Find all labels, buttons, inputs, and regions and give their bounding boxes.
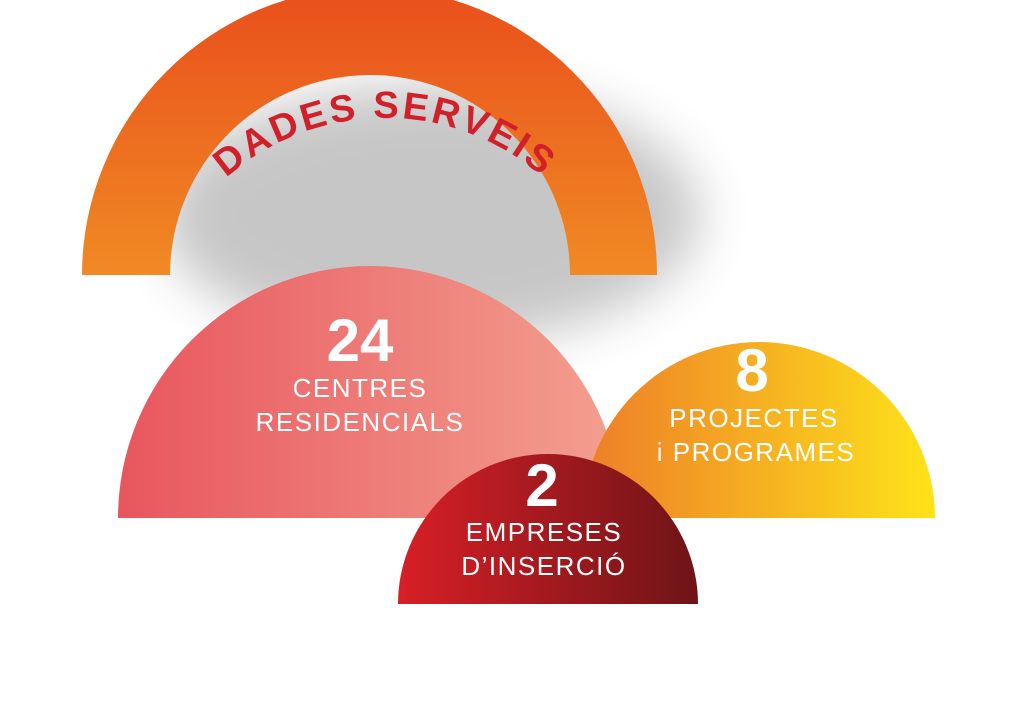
projectes-number: 8 [735, 337, 768, 404]
residencial-label-line1: CENTRES [293, 373, 428, 403]
residencial-semicircle [118, 266, 622, 518]
title-arch [82, 0, 657, 275]
projectes-label-line1: PROJECTES [669, 403, 839, 433]
projectes-label-line2: i PROGRAMES [657, 437, 856, 467]
empreses-number: 2 [525, 452, 558, 519]
projectes-semicircle [583, 342, 935, 518]
residencial-number: 24 [327, 307, 394, 374]
empreses-label-line2: D’INSERCIÓ [461, 551, 626, 581]
residencial-label-line2: RESIDENCIALS [256, 407, 465, 437]
empreses-label-line1: EMPRESES [466, 517, 623, 547]
empreses-semicircle [398, 454, 698, 604]
